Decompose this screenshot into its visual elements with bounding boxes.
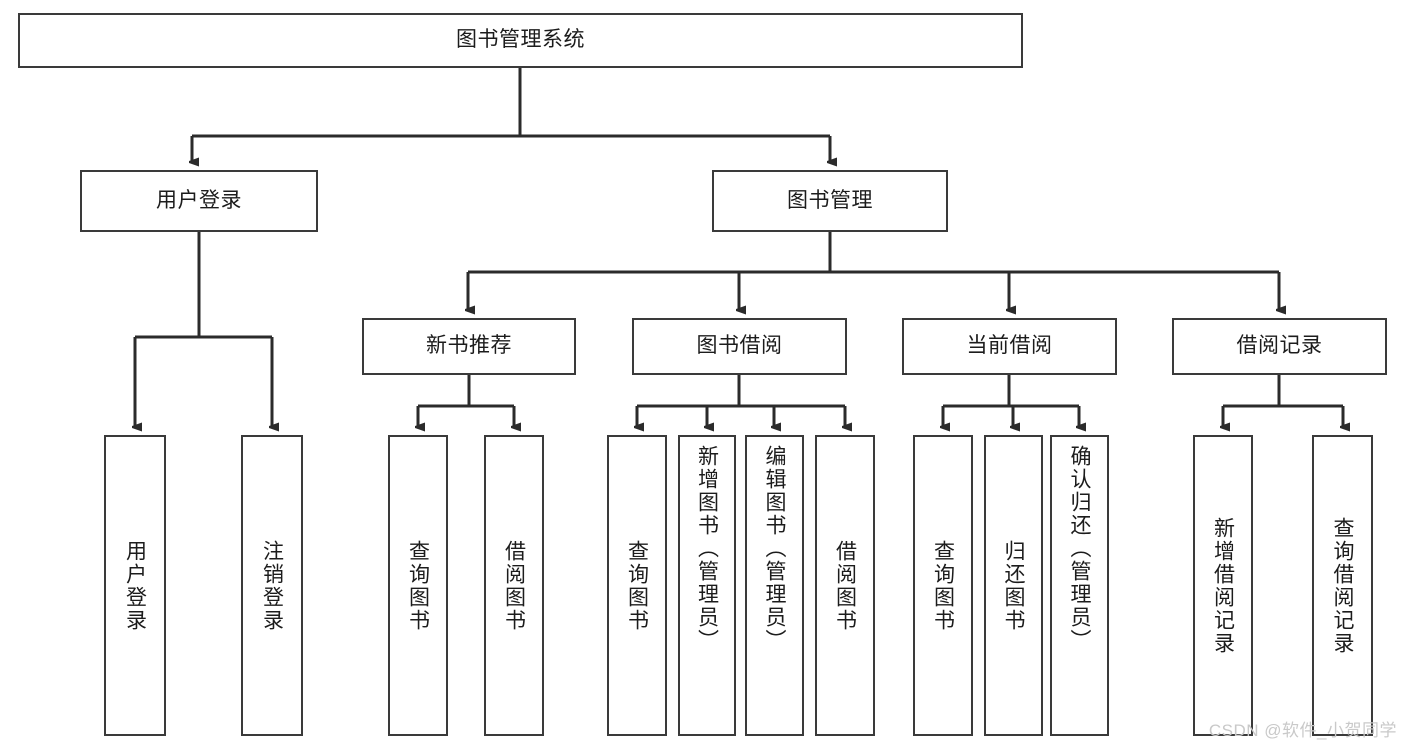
node-label: 新增图书（管理员） (695, 445, 719, 652)
node-current-borrow[interactable]: 当前借阅 (902, 318, 1117, 375)
node-leaf-query-book-recommend[interactable]: 查询图书 (388, 435, 448, 736)
node-label: 查询图书 (625, 539, 649, 632)
node-leaf-query-book-borrow[interactable]: 查询图书 (607, 435, 667, 736)
node-book-borrow[interactable]: 图书借阅 (632, 318, 847, 375)
node-label: 用户登录 (123, 539, 147, 632)
node-leaf-user-login[interactable]: 用户登录 (104, 435, 166, 736)
node-label: 新增借阅记录 (1211, 516, 1235, 655)
node-label: 用户登录 (156, 188, 242, 212)
node-label: 注销登录 (260, 539, 284, 632)
node-leaf-return-book[interactable]: 归还图书 (984, 435, 1043, 736)
node-label: 查询借阅记录 (1331, 516, 1354, 655)
node-leaf-confirm-return-admin[interactable]: 确认归还（管理员） (1050, 435, 1109, 736)
node-label: 归还图书 (1002, 539, 1025, 632)
node-user-login[interactable]: 用户登录 (80, 170, 318, 232)
node-leaf-query-borrow-record[interactable]: 查询借阅记录 (1312, 435, 1373, 736)
node-label: 查询图书 (931, 539, 955, 632)
node-borrow-record[interactable]: 借阅记录 (1172, 318, 1387, 375)
node-label: 查询图书 (406, 539, 430, 632)
node-leaf-add-book-admin[interactable]: 新增图书（管理员） (678, 435, 736, 736)
node-label: 借阅图书 (502, 539, 526, 632)
node-label: 借阅记录 (1236, 334, 1323, 358)
node-label: 当前借阅 (966, 334, 1053, 358)
node-label: 确认归还（管理员） (1068, 445, 1091, 652)
node-leaf-edit-book-admin[interactable]: 编辑图书（管理员） (745, 435, 804, 736)
node-leaf-add-borrow-record[interactable]: 新增借阅记录 (1193, 435, 1253, 736)
node-label: 新书推荐 (426, 334, 512, 358)
node-new-book-recommend[interactable]: 新书推荐 (362, 318, 576, 375)
node-label: 借阅图书 (833, 539, 857, 632)
node-label: 图书管理系统 (456, 28, 585, 52)
node-book-management[interactable]: 图书管理 (712, 170, 948, 232)
node-leaf-query-book-current[interactable]: 查询图书 (913, 435, 973, 736)
node-label: 图书借阅 (696, 334, 783, 358)
node-label: 编辑图书（管理员） (763, 445, 786, 652)
node-leaf-logout-login[interactable]: 注销登录 (241, 435, 303, 736)
node-root-book-management-system[interactable]: 图书管理系统 (18, 13, 1023, 68)
node-leaf-borrow-book-recommend[interactable]: 借阅图书 (484, 435, 544, 736)
node-label: 图书管理 (787, 188, 873, 212)
node-leaf-borrow-book[interactable]: 借阅图书 (815, 435, 875, 736)
